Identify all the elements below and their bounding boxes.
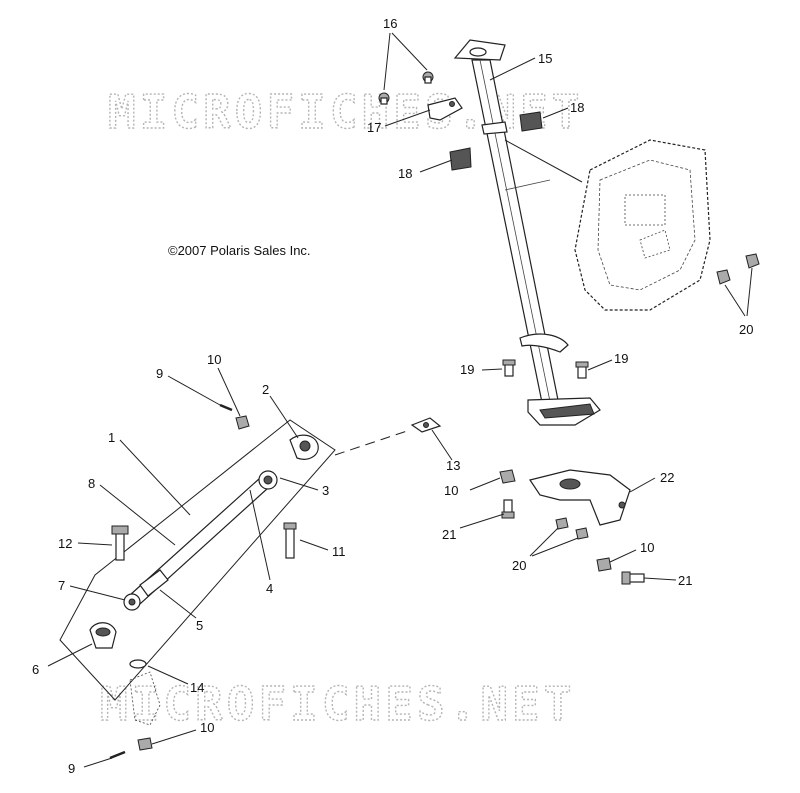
- clip-18a: [519, 111, 543, 132]
- dash-panel: [504, 139, 711, 311]
- label-15: 15: [538, 51, 552, 66]
- bolt-16a: [378, 92, 390, 105]
- boot: [129, 671, 161, 726]
- label-20a: 20: [739, 322, 753, 337]
- washer-13: [410, 417, 442, 433]
- label-10a: 10: [207, 352, 221, 367]
- bolt-21b: [621, 571, 645, 585]
- copyright-text: ©2007 Polaris Sales Inc.: [168, 243, 311, 258]
- nut-10a: [235, 415, 250, 430]
- label-20b: 20: [512, 558, 526, 573]
- label-9a: 9: [156, 366, 163, 381]
- nut-10b: [499, 469, 516, 484]
- label-4: 4: [266, 581, 273, 596]
- nut-10d: [137, 737, 153, 751]
- nut-10c: [596, 557, 612, 572]
- washer-14: [129, 659, 147, 669]
- bolt-16b: [422, 71, 434, 84]
- label-21b: 21: [678, 573, 692, 588]
- watermark-top: MICROFICHES.NET: [108, 85, 583, 139]
- watermark-bottom: MICROFICHES.NET: [100, 677, 575, 731]
- label-5: 5: [196, 618, 203, 633]
- label-9b: 9: [68, 761, 75, 776]
- label-8: 8: [88, 476, 95, 491]
- label-6: 6: [32, 662, 39, 677]
- leader-lines: [47, 32, 753, 768]
- label-10d: 10: [200, 720, 214, 735]
- label-18a: 18: [570, 100, 584, 115]
- cotter-pin-9b: [109, 750, 126, 760]
- bolt-11: [283, 522, 297, 559]
- label-12: 12: [58, 536, 72, 551]
- label-17: 17: [367, 120, 381, 135]
- label-1: 1: [108, 430, 115, 445]
- steering-column: [453, 39, 601, 426]
- label-7: 7: [58, 578, 65, 593]
- label-11: 11: [332, 544, 346, 559]
- bolt-19a: [502, 359, 516, 377]
- bolt-19b: [575, 361, 589, 379]
- label-13: 13: [446, 458, 460, 473]
- cotter-pin-9a: [219, 403, 233, 412]
- label-18b: 18: [398, 166, 412, 181]
- label-21a: 21: [442, 527, 456, 542]
- nuts-20b: [555, 517, 589, 540]
- label-14: 14: [190, 680, 204, 695]
- label-19a: 19: [460, 362, 474, 377]
- steering-shaft-assembly: [59, 419, 411, 701]
- label-22: 22: [660, 470, 674, 485]
- bracket-17: [427, 97, 463, 121]
- label-2: 2: [262, 382, 269, 397]
- label-19b: 19: [614, 351, 628, 366]
- label-3: 3: [322, 483, 329, 498]
- bolt-21a: [501, 499, 515, 519]
- label-16: 16: [383, 16, 397, 31]
- label-10b: 10: [444, 483, 458, 498]
- label-10c: 10: [640, 540, 654, 555]
- bracket-22: [529, 469, 631, 526]
- clip-18b: [449, 147, 472, 171]
- nuts-20a: [716, 253, 760, 285]
- bolt-12: [111, 525, 129, 561]
